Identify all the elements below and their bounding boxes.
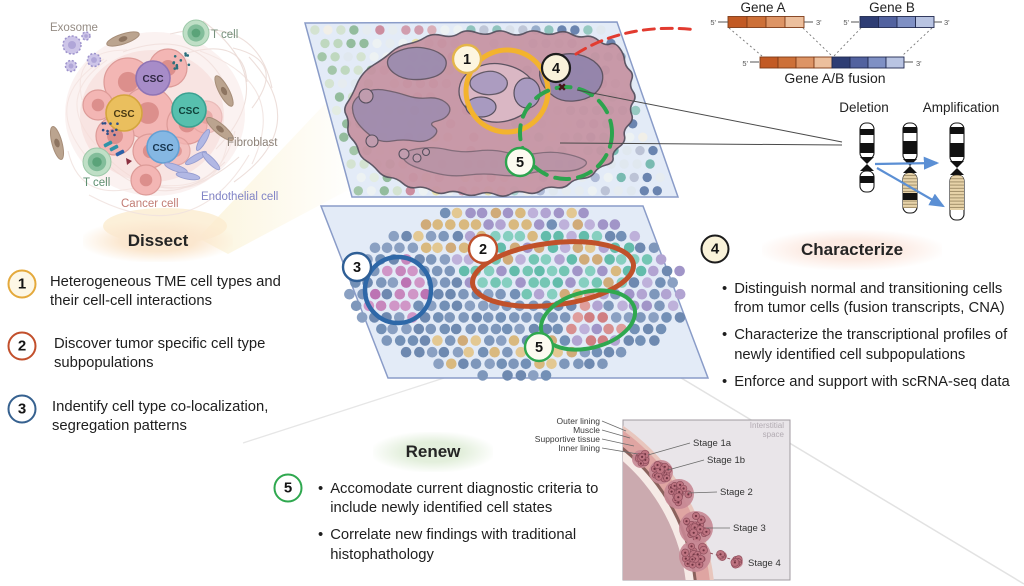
marker-5-bottom: 5: [535, 340, 543, 356]
csc-label-teal: CSC: [178, 106, 199, 117]
characterize-bullet-1: •Distinguish normal and transitioning ce…: [722, 280, 1020, 318]
stage-1a-label: Stage 1a: [693, 438, 732, 449]
renew-title: Renew: [373, 432, 493, 472]
fusion-link-dashed: [574, 26, 699, 56]
characterize-bullet-2: •Characterize the transcriptional profil…: [722, 326, 1020, 364]
bullet-icon: •: [722, 281, 728, 297]
characterize-bullet-3: •Enforce and support with scRNA-seq data: [722, 373, 1020, 392]
dissect-item-2-badge: 2: [7, 331, 37, 361]
stage-inset: Interstitial space Outer lining Muscle S…: [535, 416, 791, 581]
region-ring-green-dashed: [518, 85, 614, 181]
svg-text:5': 5': [843, 18, 849, 27]
light-beam: [198, 90, 352, 254]
interstitial-label-2: space: [763, 430, 785, 439]
dissect-item-3-badge: 3: [7, 394, 37, 424]
bullet-icon: •: [318, 481, 324, 497]
endothelial-cell-label: Endothelial cell: [201, 191, 278, 203]
marker-3: 3: [353, 260, 361, 276]
characterize-bullets: •Distinguish normal and transitioning ce…: [722, 280, 1020, 400]
chromosome-normal: [902, 122, 918, 214]
layer-muscle: Muscle: [573, 425, 600, 435]
svg-text:5': 5': [710, 18, 716, 27]
exosome-label: Exosome: [50, 22, 98, 34]
spatial-slide-bottom: 2 3 5: [319, 205, 710, 381]
dissect-item-1-badge: 1: [7, 269, 37, 299]
tme-illustration: [49, 19, 279, 217]
svg-text:5': 5': [742, 59, 748, 68]
dissect-item-3-text: Indentify cell type co-localization, seg…: [52, 399, 269, 435]
cnv-cone-line-lower: [559, 142, 843, 146]
x-mark: ✖: [557, 81, 566, 94]
stage-1b-label: Stage 1b: [707, 455, 745, 466]
cancer-cell-label: Cancer cell: [121, 198, 179, 210]
csc-label-purple: CSC: [142, 74, 163, 85]
characterize-badge: 4: [700, 234, 730, 264]
characterize-title: Characterize: [762, 230, 942, 270]
marker-2: 2: [479, 242, 487, 258]
cnv-arrow-diagonal: [876, 167, 945, 208]
t-cell-bottom-label: T cell: [83, 177, 110, 189]
bullet-icon: •: [318, 527, 324, 544]
gene-a-label: Gene A: [740, 0, 785, 15]
marker-4: 4: [552, 61, 560, 77]
marker-5-top: 5: [516, 155, 524, 171]
marker-1: 1: [463, 52, 471, 68]
t-cell-top-label: T cell: [211, 29, 238, 41]
chromosome-deletion: [859, 122, 875, 193]
layer-outer-lining: Outer lining: [557, 416, 601, 426]
cnv-diagram: Deletion Amplification: [839, 100, 1000, 221]
stage-2-label: Stage 2: [720, 487, 753, 498]
deletion-label: Deletion: [839, 100, 889, 115]
slide1-badges: 1 4 ✖ 5: [451, 43, 572, 178]
cluster-ring-green: [538, 288, 638, 352]
stage-4-label: Stage 4: [748, 558, 781, 569]
fibroblast-label: Fibroblast: [227, 137, 278, 149]
renew-bullet-1: •Accomodate current diagnostic criteria …: [318, 480, 604, 518]
dissect-item-1-text: Heterogeneous TME cell types and their c…: [50, 274, 281, 310]
cnv-arrow-horizontal: [874, 156, 940, 170]
cnv-cone-line-upper: [576, 89, 843, 143]
layer-inner-lining: Inner lining: [558, 443, 600, 453]
stage-3-label: Stage 3: [733, 523, 766, 534]
svg-text:3': 3': [816, 18, 822, 27]
dissect-title: Dissect: [83, 220, 233, 262]
svg-text:3': 3': [944, 18, 950, 27]
layer-supportive-tissue: Supportive tissue: [535, 434, 600, 444]
bullet-icon: •: [722, 373, 728, 390]
tme-labels: Exosome T cell Fibroblast T cell Cancer …: [50, 22, 278, 210]
slide2-badges: 2 3 5: [341, 233, 555, 363]
svg-text:3': 3': [916, 59, 922, 68]
csc-label-yellow: CSC: [113, 109, 134, 120]
csc-label-blue: CSC: [152, 143, 173, 154]
interstitial-label-1: Interstitial: [750, 421, 784, 430]
chromosome-amplification: [949, 122, 965, 221]
dissect-item-2-text: Discover tumor specific cell type subpop…: [54, 336, 266, 372]
amplification-label: Amplification: [923, 100, 1000, 115]
renew-bullet-2: •Correlate new findings with traditional…: [318, 526, 604, 564]
renew-bullets: •Accomodate current diagnostic criteria …: [318, 480, 604, 573]
gene-fusion-diagram: Gene A Gene B 5' 3' 5' 3' 5' 3' Gene A/B…: [710, 0, 950, 86]
bullet-icon: •: [722, 327, 728, 344]
gene-fusion-label: Gene A/B fusion: [784, 70, 885, 86]
cluster-ring-blue: [362, 254, 434, 326]
renew-badge: 5: [273, 473, 303, 503]
spatial-slide-top: [304, 21, 680, 198]
gene-b-label: Gene B: [869, 0, 915, 15]
